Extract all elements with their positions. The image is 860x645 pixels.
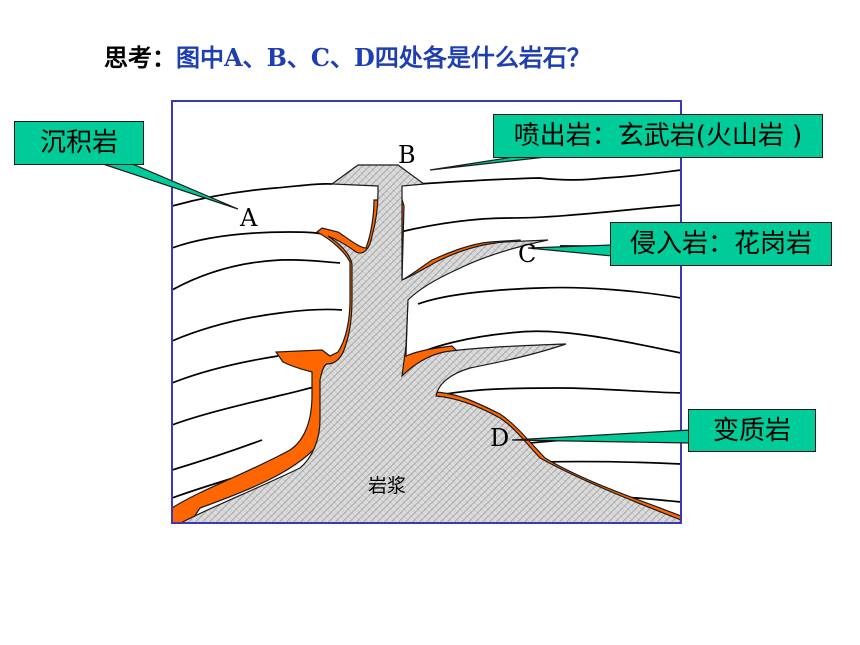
title-question: 图中A、B、C、D四处各是什么岩石？ xyxy=(176,43,591,72)
stratum-line xyxy=(539,460,681,465)
stratum-line xyxy=(399,204,681,233)
point-label-c: C xyxy=(518,240,536,268)
pointer-metamorphic xyxy=(511,429,691,444)
page-title: 思考：图中A、B、C、D四处各是什么岩石？ xyxy=(104,38,591,73)
stratum-line xyxy=(172,308,343,342)
stratum-line xyxy=(172,385,321,426)
callout-intrusive: 侵入岩：花岗岩 xyxy=(610,222,832,266)
point-label-d: D xyxy=(490,424,509,452)
pointer-sedimentary xyxy=(99,162,239,210)
pointer-extrusive xyxy=(429,155,556,171)
stratum-line xyxy=(404,330,681,361)
point-label-b: B xyxy=(398,141,416,169)
stratum-line xyxy=(172,258,341,291)
stratum-line xyxy=(429,387,681,398)
stratum-line xyxy=(172,182,333,207)
title-lead: 思考： xyxy=(104,43,176,72)
stratum-line xyxy=(417,169,681,185)
stratum-line xyxy=(172,231,323,249)
point-label-a: A xyxy=(239,204,258,232)
diagram-frame xyxy=(171,100,682,524)
magma-label: 岩浆 xyxy=(368,475,406,497)
callout-extrusive: 喷出岩：玄武岩(火山岩 ) xyxy=(493,114,823,158)
stratum-line xyxy=(172,439,263,471)
stratum-line xyxy=(172,355,279,384)
pointer-intrusive xyxy=(527,244,613,257)
stratum-line xyxy=(417,286,681,305)
magma-body xyxy=(172,164,682,524)
callout-metamorphic: 变质岩 xyxy=(688,409,816,452)
callout-sedimentary: 沉积岩 xyxy=(14,121,144,165)
